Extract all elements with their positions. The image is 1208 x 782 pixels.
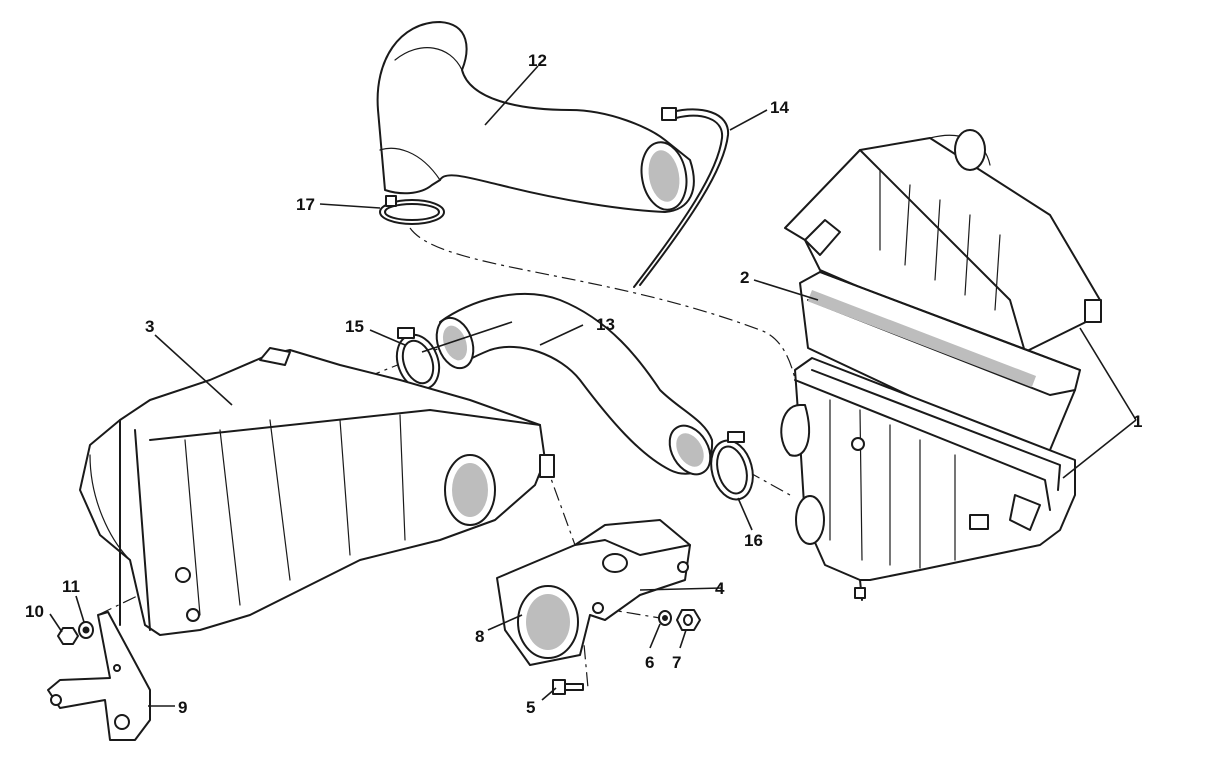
callout-9: 9: [178, 698, 187, 717]
callout-4: 4: [715, 579, 725, 598]
part-15-hose-clamp: [395, 327, 441, 391]
callout-11: 11: [62, 577, 80, 596]
callout-labels: 1 2 3 4 5 6 7 8 9 10 11 12 13 14 15 16 1…: [25, 51, 1142, 717]
part-1-housing-cover: [784, 129, 1102, 353]
callout-14: 14: [770, 98, 789, 117]
part-1-housing-lower: [780, 357, 1076, 601]
callout-13: 13: [596, 315, 615, 334]
callout-3: 3: [145, 317, 154, 336]
part-3-resonator-box: [79, 347, 555, 636]
part-9-mounting-bracket: [47, 611, 151, 741]
callout-6: 6: [645, 653, 654, 672]
callout-16: 16: [744, 531, 763, 550]
callout-8: 8: [475, 627, 484, 646]
part-8-bracket-rubber: [517, 585, 579, 659]
callout-10: 10: [25, 602, 44, 621]
callout-5: 5: [526, 698, 535, 717]
part-16-hose-clamp: [710, 431, 754, 501]
callout-15: 15: [345, 317, 364, 336]
callout-2: 2: [740, 268, 749, 287]
part-2-filter-element: [799, 271, 1081, 451]
part-5-bolt: [552, 679, 584, 695]
part-11-washer: [78, 621, 94, 639]
leader-lines: [49, 65, 1137, 707]
callout-12: 12: [528, 51, 547, 70]
callout-1: 1: [1133, 412, 1142, 431]
callout-17: 17: [296, 195, 315, 214]
part-10-nut: [57, 627, 79, 645]
callout-7: 7: [672, 653, 681, 672]
part-17-hose-clamp: [379, 195, 445, 225]
part-14-cable: [633, 107, 730, 288]
part-6-washer: [658, 610, 672, 626]
part-12-upper-hose: [376, 21, 695, 213]
part-7-nut: [676, 609, 701, 631]
part-13-middle-hose: [435, 293, 714, 476]
